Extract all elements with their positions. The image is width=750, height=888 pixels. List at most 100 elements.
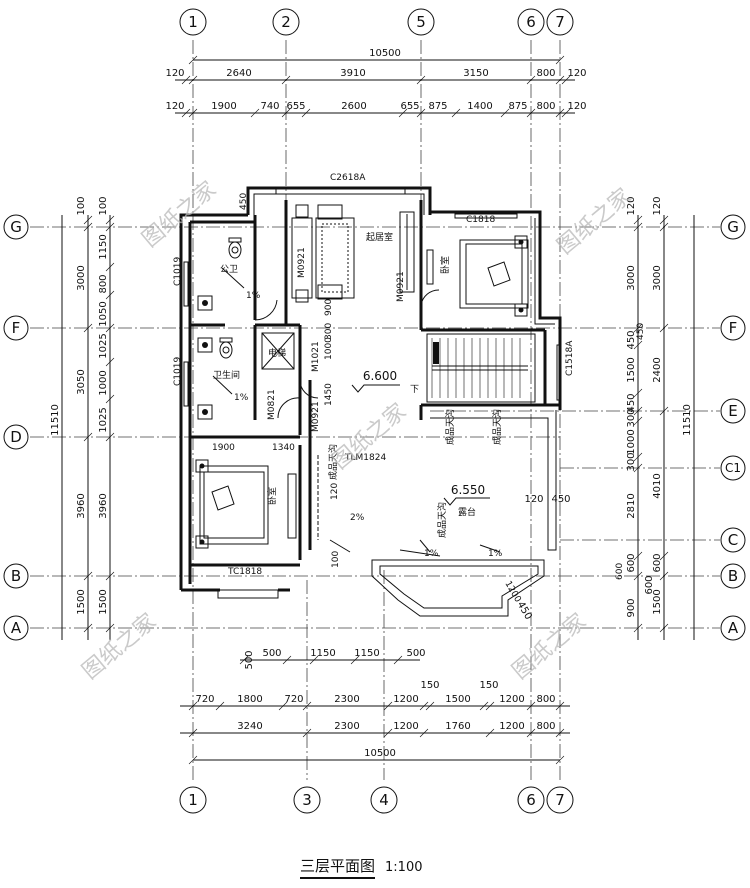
dim: 2640: [226, 68, 251, 79]
dim: 720: [195, 694, 214, 705]
dim: 3000: [76, 265, 87, 290]
dim: 120: [652, 196, 663, 215]
dim: 655: [286, 101, 305, 112]
room-living: 起居室: [366, 231, 393, 243]
label: 1000: [324, 337, 334, 360]
dim: 800: [98, 274, 109, 293]
dim: 4010: [652, 473, 663, 498]
dim: 3000: [652, 265, 663, 290]
axis-bubble: G: [720, 214, 746, 240]
dim: 2600: [341, 101, 366, 112]
dim: 2810: [626, 493, 637, 518]
dim: 1500: [76, 589, 87, 614]
axis-bubble: C: [720, 527, 746, 553]
axis-bubble: B: [720, 563, 746, 589]
label: C2618A: [330, 173, 366, 183]
axis-bubble: F: [3, 315, 29, 341]
axis-bubble: 2: [272, 8, 300, 36]
label: 450: [239, 193, 249, 210]
dim: 500: [244, 650, 255, 669]
label: 1340: [272, 443, 295, 453]
slope-label: 1%: [424, 549, 439, 559]
dim: 450: [551, 494, 570, 505]
label: 600: [615, 563, 625, 580]
dim: 1200: [499, 694, 524, 705]
svg-text:F: F: [12, 319, 21, 337]
dim-right-total: 11510: [682, 404, 693, 436]
dim: 600: [644, 575, 655, 594]
svg-text:6: 6: [526, 13, 536, 31]
label: M0821: [267, 389, 277, 420]
label: C1818: [466, 215, 495, 225]
label: 120: [330, 483, 340, 500]
dim: 1400: [467, 101, 492, 112]
label: 成品天沟: [327, 444, 339, 480]
dim: 3240: [237, 721, 262, 732]
dim: 150: [479, 680, 498, 691]
svg-text:F: F: [729, 319, 738, 337]
room-bed-sw: 卧室: [266, 487, 278, 505]
label: 900: [324, 299, 334, 316]
axis-bubble: A: [720, 615, 746, 641]
toilet-icon: [228, 237, 242, 259]
drawing-title-text: 三层平面图: [300, 857, 376, 879]
label: C1518A: [565, 340, 575, 376]
slope-label: 1%: [246, 291, 261, 301]
label: 成品天沟: [436, 502, 448, 538]
dim: 1150: [354, 648, 379, 659]
dim: 2300: [334, 694, 359, 705]
dim: 300: [626, 408, 637, 427]
bottom-dimensions: 500 500 1150 1150 500 720 1800 720 2300 …: [180, 648, 570, 765]
label: 1450: [324, 383, 334, 406]
label: 成品天沟: [491, 409, 503, 445]
svg-text:6: 6: [526, 791, 536, 809]
dim: 800: [536, 721, 555, 732]
dim: 3910: [340, 68, 365, 79]
dim: 900: [626, 598, 637, 617]
svg-text:G: G: [10, 218, 22, 236]
watermark-text: 图纸之家: [553, 184, 636, 260]
svg-text:7: 7: [555, 13, 565, 31]
label: M0921: [396, 271, 406, 302]
axis-bubble: C1: [720, 455, 746, 481]
svg-text:C1: C1: [725, 461, 741, 475]
dim: 1000: [626, 429, 637, 454]
dim: 500: [262, 648, 281, 659]
axis-bubble: A: [3, 615, 29, 641]
dim: 1800: [237, 694, 262, 705]
level-label: 6.550: [451, 483, 485, 497]
label: TC1818: [227, 567, 262, 577]
axis-bubble: 7: [546, 8, 574, 36]
dim: 120: [626, 196, 637, 215]
dim: 100: [76, 196, 87, 215]
toilet-icon: [219, 337, 233, 359]
room-bed-ne: 卧室: [439, 256, 451, 274]
svg-text:2: 2: [281, 13, 291, 31]
label: M0921: [311, 401, 321, 432]
slope-label: 1%: [234, 393, 249, 403]
watermark-text: 图纸之家: [508, 609, 591, 685]
dim-bottom-total: 10500: [364, 748, 396, 759]
dim: 3150: [463, 68, 488, 79]
dim: 1025: [98, 333, 109, 358]
axis-bubbles-right: G F E C1 C B A: [720, 214, 746, 641]
axis-bubble: 3: [293, 786, 321, 814]
label: 1900: [212, 443, 235, 453]
axis-bubble: 4: [370, 786, 398, 814]
dim: 740: [260, 101, 279, 112]
dim: 1050: [98, 301, 109, 326]
axis-bubble: 6: [517, 786, 545, 814]
svg-text:B: B: [11, 567, 21, 585]
svg-text:7: 7: [555, 791, 565, 809]
dim: 800: [536, 694, 555, 705]
svg-text:1: 1: [188, 791, 198, 809]
dim-top-total: 10500: [369, 48, 401, 59]
drawing-scale: 1:100: [385, 860, 423, 875]
label: M1021: [311, 341, 321, 372]
room-public-bath: 公卫: [220, 264, 238, 275]
axis-bubble: G: [3, 214, 29, 240]
dim: 1500: [626, 357, 637, 382]
dim: 875: [428, 101, 447, 112]
dim: 1025: [98, 407, 109, 432]
